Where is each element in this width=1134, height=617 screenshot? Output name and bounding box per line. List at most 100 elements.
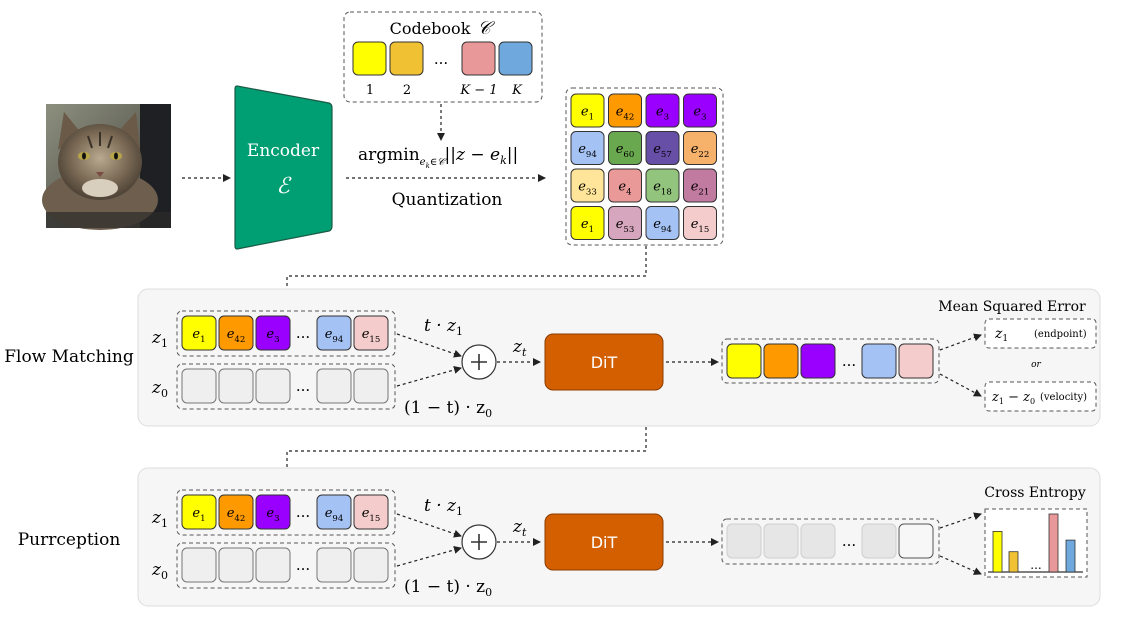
z0-token [181, 368, 217, 404]
fm-target-endpoint [984, 318, 1097, 349]
z1-token [353, 494, 389, 530]
encoder-block: Encoder ℰ [234, 85, 333, 250]
codebook-entry-1 [352, 41, 387, 76]
cat-image [42, 104, 171, 230]
grid-token [645, 131, 680, 165]
grid-token [570, 131, 605, 165]
svg-text:argminek∈𝒞||z − ek||: argminek∈𝒞||z − ek|| [358, 145, 518, 170]
output-dots: ... [842, 352, 856, 370]
grid-token [608, 131, 642, 165]
z1-token [181, 315, 217, 351]
histogram-bar [1008, 551, 1019, 573]
codebook-index-1: 1 [366, 83, 374, 98]
fm-dit-block [544, 333, 664, 391]
quantization-label: Quantization [392, 190, 503, 210]
fm-loss-title: Mean Squared Error [938, 299, 1086, 315]
z0-token [353, 368, 389, 404]
pc-dit-block [544, 513, 664, 571]
svg-text:z1 − z0: z1 − z0 [991, 390, 1035, 406]
fm-endpoint-note: (endpoint) [1034, 329, 1087, 340]
grid-token [608, 93, 642, 128]
output-token [898, 343, 934, 379]
pc-z0-label: z0 [151, 560, 168, 582]
z0-token [218, 547, 254, 583]
z1-token [316, 494, 352, 530]
grid-token [570, 206, 605, 240]
z1-token [255, 494, 291, 530]
z1-token [218, 315, 254, 351]
output-token [763, 523, 799, 559]
row-dots: ... [296, 556, 310, 574]
encoder-symbol: ℰ [276, 174, 292, 199]
z1-token [255, 315, 291, 351]
grid-token [683, 93, 717, 128]
fm-top-coef: t · z1 [424, 316, 463, 338]
z1-token [353, 315, 389, 351]
codebook-title: Codebook [390, 19, 471, 38]
pc-z1-label: z1 [151, 508, 168, 530]
fm-z1-label: z1 [151, 328, 168, 350]
output-token [861, 343, 897, 379]
output-dots: ... [842, 532, 856, 550]
z0-token [353, 547, 389, 583]
pc-loss-title: Cross Entropy [984, 485, 1086, 501]
row-dots: ... [296, 324, 310, 342]
output-token [800, 523, 836, 559]
flow-matching-label: Flow Matching [4, 347, 134, 367]
codebook-entry-k [498, 41, 533, 76]
output-token [861, 523, 897, 559]
output-token [800, 343, 836, 379]
histogram-bar [1065, 539, 1076, 573]
z1-token [181, 494, 217, 530]
grid-token [645, 93, 680, 128]
z1-token [316, 315, 352, 351]
fm-zt-label: zt [512, 337, 527, 359]
grid-token [570, 168, 605, 203]
grid-token [570, 93, 605, 128]
codebook-entry-k-minus-1 [461, 41, 496, 76]
z0-token [255, 547, 291, 583]
pc-bottom-coef: (1 − t) · z0 [404, 577, 492, 599]
quantization-formula: argminek∈𝒞||z − ek|| Quantization [358, 145, 518, 210]
histogram-bar [1048, 513, 1059, 573]
fm-or-label: or [1031, 360, 1041, 370]
output-token [726, 343, 762, 379]
grid-token [683, 168, 717, 203]
grid-token [683, 131, 717, 165]
pc-dit-label: DiT [591, 533, 618, 552]
codebook-index-2: 2 [403, 83, 411, 98]
pc-top-coef: t · z1 [424, 496, 463, 518]
z0-token [316, 547, 352, 583]
output-token [763, 343, 799, 379]
grid-token [645, 206, 680, 240]
fm-target-velocity [984, 381, 1097, 412]
z0-token [316, 368, 352, 404]
z0-token [181, 547, 217, 583]
codebook-entry-2 [389, 41, 424, 76]
fm-dit-label: DiT [591, 353, 618, 372]
svg-text:z1: z1 [994, 326, 1008, 344]
codebook-dots: ... [434, 50, 448, 68]
codebook: Codebook 𝒞 ... 1 2 K − 1 K [343, 11, 543, 103]
pc-zt-label: zt [512, 517, 527, 539]
fm-bottom-coef: (1 − t) · z0 [404, 398, 492, 420]
encoder-label: Encoder [247, 141, 320, 161]
fm-velocity-note: (velocity) [1040, 392, 1087, 403]
grid-token [645, 168, 680, 203]
purrception-label: Purrception [18, 530, 121, 550]
codebook-index-k-minus-1: K − 1 [459, 83, 497, 98]
grid-token [683, 206, 717, 240]
grid-token [608, 206, 642, 240]
fm-z0-label: z0 [151, 378, 168, 400]
row-dots: ... [296, 503, 310, 521]
histogram-dots: ... [1030, 558, 1041, 572]
z1-token [218, 494, 254, 530]
output-token [726, 523, 762, 559]
grid-token [608, 168, 642, 203]
output-token [898, 523, 934, 559]
histogram-bar [992, 531, 1003, 573]
